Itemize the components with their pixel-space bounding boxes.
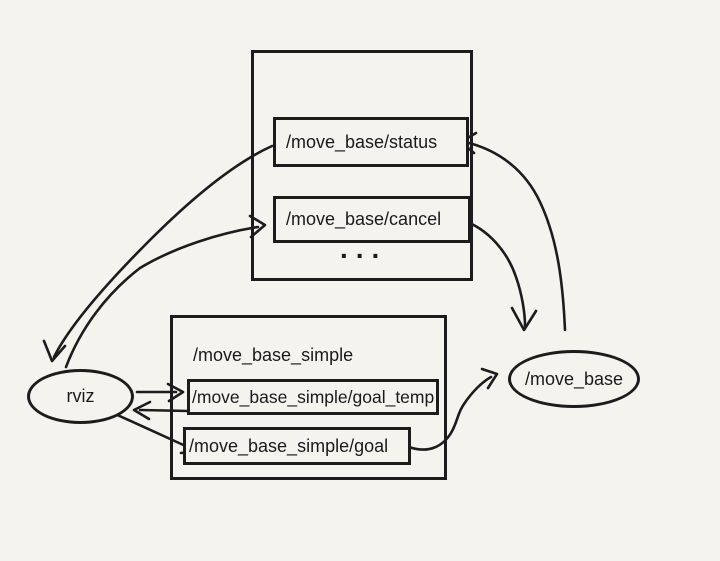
arrow-line (467, 141, 567, 332)
node-rviz: rviz (27, 369, 134, 424)
topic-box-goal-temp: /move_base_simple/goal_temp (187, 379, 439, 415)
topic-label-goal-temp: /move_base_simple/goal_temp (192, 386, 435, 407)
node-label-rviz: rviz (66, 386, 95, 406)
group-label-move-base-simple: /move_base_simple (193, 345, 354, 365)
node-label-move-base: /move_base (524, 368, 624, 389)
arrow-head (480, 367, 499, 390)
topic-box-move-base-cancel: /move_base/cancel (273, 196, 471, 243)
topic-box-move-base-status: /move_base/status (273, 117, 469, 167)
group-move-base-topics: /move_base/status /move_base/cancel ... (251, 50, 473, 281)
topic-label-move-base-status: /move_base/status (286, 131, 438, 152)
arrow-cancel-to-movebase (460, 218, 538, 332)
arrow-head (132, 400, 152, 421)
ellipsis-dots: ... (340, 233, 388, 264)
topic-label-goal: /move_base_simple/goal (189, 435, 389, 456)
group-move-base-simple: /move_base_simple /move_base_simple/goal… (170, 315, 447, 480)
topic-label-move-base-cancel: /move_base/cancel (286, 209, 442, 229)
arrow-movebase-to-status (459, 131, 567, 332)
arrow-head (42, 339, 67, 363)
arrow-head (510, 306, 538, 332)
topic-box-goal: /move_base_simple/goal (183, 427, 411, 465)
node-move-base: /move_base (508, 350, 640, 408)
